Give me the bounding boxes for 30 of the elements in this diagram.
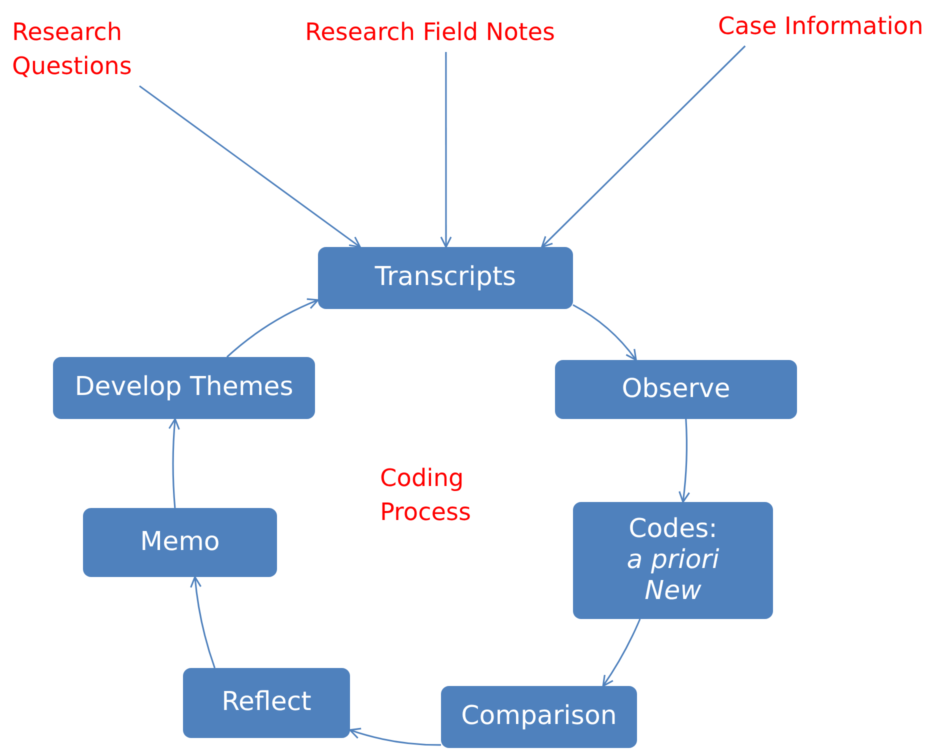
process-box: [573, 502, 773, 619]
source-label: Case Information: [718, 12, 924, 40]
node-label: Transcripts: [374, 262, 516, 294]
arrow: [139, 85, 361, 248]
arrow: [440, 52, 452, 248]
process-box: [53, 357, 315, 419]
node-label: Observe: [622, 374, 730, 406]
node-label: Codes:: [628, 514, 718, 545]
arrow: [168, 418, 180, 508]
arrow: [226, 298, 319, 358]
arrow: [572, 304, 637, 361]
process-box: [555, 360, 797, 419]
node-label: Memo: [140, 526, 220, 558]
node-label: Reflect: [222, 687, 312, 719]
process-box: [318, 247, 573, 309]
process-box: [441, 686, 637, 748]
node-sublabel: New: [644, 576, 702, 608]
process-box: [83, 508, 277, 577]
arrow: [190, 576, 216, 668]
source-label: Research Field Notes: [305, 18, 556, 46]
arrow: [349, 728, 441, 746]
process-box: [183, 668, 350, 738]
node-label: Comparison: [461, 701, 617, 733]
source-label: Research Questions: [12, 18, 132, 80]
node-label: Develop Themes: [74, 372, 294, 404]
arrow: [541, 45, 746, 248]
arrow: [602, 618, 641, 687]
arrow: [678, 418, 690, 503]
center-label: Coding Process: [380, 464, 472, 526]
node-sublabel: a priori: [626, 544, 720, 576]
